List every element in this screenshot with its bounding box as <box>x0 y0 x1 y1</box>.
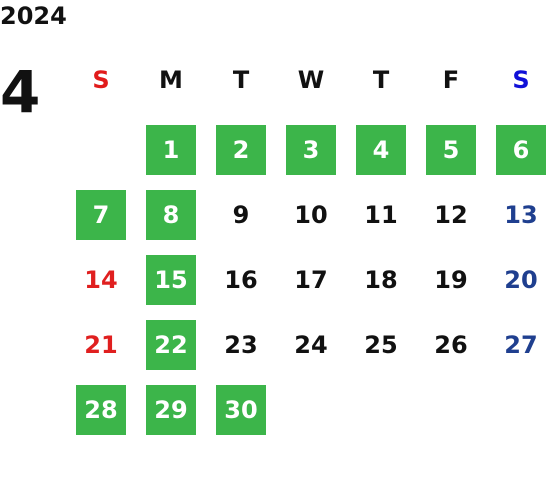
calendar-day[interactable]: 27 <box>504 331 538 359</box>
weekday-header: S <box>512 66 530 94</box>
weekday-header: T <box>372 66 390 94</box>
calendar-day[interactable]: 16 <box>224 266 258 294</box>
calendar-day[interactable]: 8 <box>146 190 196 240</box>
calendar-day[interactable]: 15 <box>146 255 196 305</box>
calendar-day[interactable]: 23 <box>224 331 258 359</box>
calendar-day[interactable]: 28 <box>76 385 126 435</box>
weekday-header: S <box>92 66 110 94</box>
calendar-day[interactable]: 1 <box>146 125 196 175</box>
calendar-day[interactable]: 29 <box>146 385 196 435</box>
month-number: 4 <box>0 58 41 126</box>
year-label: 2024 <box>0 2 67 30</box>
calendar-day[interactable]: 12 <box>434 201 468 229</box>
calendar-day[interactable]: 18 <box>364 266 398 294</box>
calendar-day[interactable]: 3 <box>286 125 336 175</box>
calendar-day[interactable]: 9 <box>232 201 250 229</box>
calendar-day[interactable]: 5 <box>426 125 476 175</box>
calendar-day[interactable]: 13 <box>504 201 538 229</box>
calendar-day[interactable]: 25 <box>364 331 398 359</box>
calendar-day[interactable]: 19 <box>434 266 468 294</box>
calendar-day[interactable]: 30 <box>216 385 266 435</box>
calendar-day[interactable]: 10 <box>294 201 328 229</box>
calendar-day[interactable]: 21 <box>84 331 118 359</box>
weekday-header: F <box>442 66 460 94</box>
calendar-day[interactable]: 6 <box>496 125 546 175</box>
calendar-day[interactable]: 7 <box>76 190 126 240</box>
calendar-day[interactable]: 26 <box>434 331 468 359</box>
calendar-day[interactable]: 17 <box>294 266 328 294</box>
weekday-header: M <box>159 66 183 94</box>
calendar-day[interactable]: 22 <box>146 320 196 370</box>
calendar-day[interactable]: 11 <box>364 201 398 229</box>
calendar-day[interactable]: 4 <box>356 125 406 175</box>
calendar-day[interactable]: 24 <box>294 331 328 359</box>
weekday-header: W <box>297 66 325 94</box>
calendar-day[interactable]: 2 <box>216 125 266 175</box>
calendar-day[interactable]: 14 <box>84 266 118 294</box>
calendar-day[interactable]: 20 <box>504 266 538 294</box>
weekday-header: T <box>232 66 250 94</box>
